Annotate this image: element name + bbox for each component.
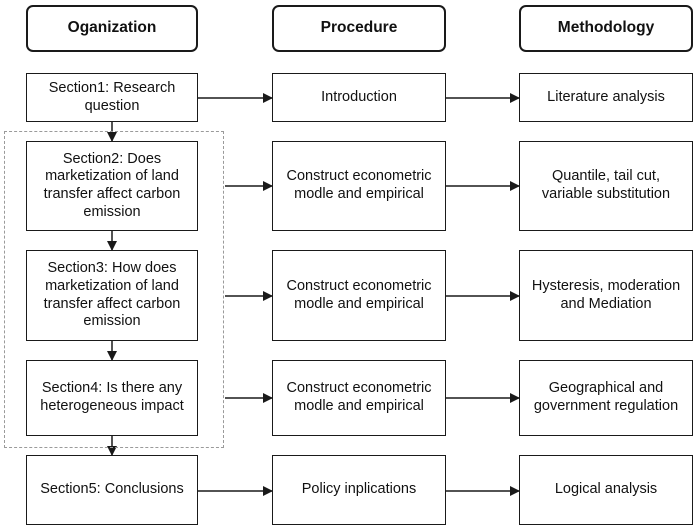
org-box-label: Section3: How does marketization of land… xyxy=(43,260,181,330)
method-box-4: Geographical and government regulation xyxy=(519,360,693,436)
method-box-5: Logical analysis xyxy=(519,455,693,525)
org-box-label: Section4: Is there any heterogeneous imp… xyxy=(40,380,184,414)
org-box-section5: Section5: Conclusions xyxy=(26,455,198,525)
method-box-label: Quantile, tail cut, variable substitutio… xyxy=(541,168,671,202)
procedure-box-label: Construct econometric modle and empirica… xyxy=(286,380,432,414)
procedure-box-1: Introduction xyxy=(272,73,446,122)
header-organization: Oganization xyxy=(26,5,198,52)
header-methodology: Methodology xyxy=(519,5,693,52)
method-box-3: Hysteresis, moderation and Mediation xyxy=(519,250,693,341)
core-sections-group xyxy=(4,131,224,448)
org-box-section2: Section2: Does marketization of land tra… xyxy=(26,141,198,231)
org-box-section3: Section3: How does marketization of land… xyxy=(26,250,198,341)
procedure-box-4: Construct econometric modle and empirica… xyxy=(272,360,446,436)
procedure-box-label: Construct econometric modle and empirica… xyxy=(286,277,432,312)
method-box-label: Literature analysis xyxy=(547,88,665,105)
procedure-box-label: Introduction xyxy=(321,88,397,105)
org-box-label: Section2: Does marketization of land tra… xyxy=(43,150,181,220)
method-box-label: Geographical and government regulation xyxy=(533,380,679,414)
method-box-1: Literature analysis xyxy=(519,73,693,122)
org-box-label: Section5: Conclusions xyxy=(40,481,184,498)
method-box-2: Quantile, tail cut, variable substitutio… xyxy=(519,141,693,231)
header-procedure: Procedure xyxy=(272,5,446,52)
procedure-box-2: Construct econometric modle and empirica… xyxy=(272,141,446,231)
org-box-section4: Section4: Is there any heterogeneous imp… xyxy=(26,360,198,436)
method-box-label: Hysteresis, moderation and Mediation xyxy=(531,277,681,312)
header-organization-label: Oganization xyxy=(67,19,157,37)
header-procedure-label: Procedure xyxy=(320,19,398,37)
method-box-label: Logical analysis xyxy=(554,481,658,498)
org-box-label: Section1: Research question xyxy=(48,79,176,114)
procedure-box-label: Policy inplications xyxy=(301,481,417,498)
procedure-box-5: Policy inplications xyxy=(272,455,446,525)
header-methodology-label: Methodology xyxy=(557,19,655,37)
org-box-section1: Section1: Research question xyxy=(26,73,198,122)
procedure-box-3: Construct econometric modle and empirica… xyxy=(272,250,446,341)
procedure-box-label: Construct econometric modle and empirica… xyxy=(286,168,432,202)
